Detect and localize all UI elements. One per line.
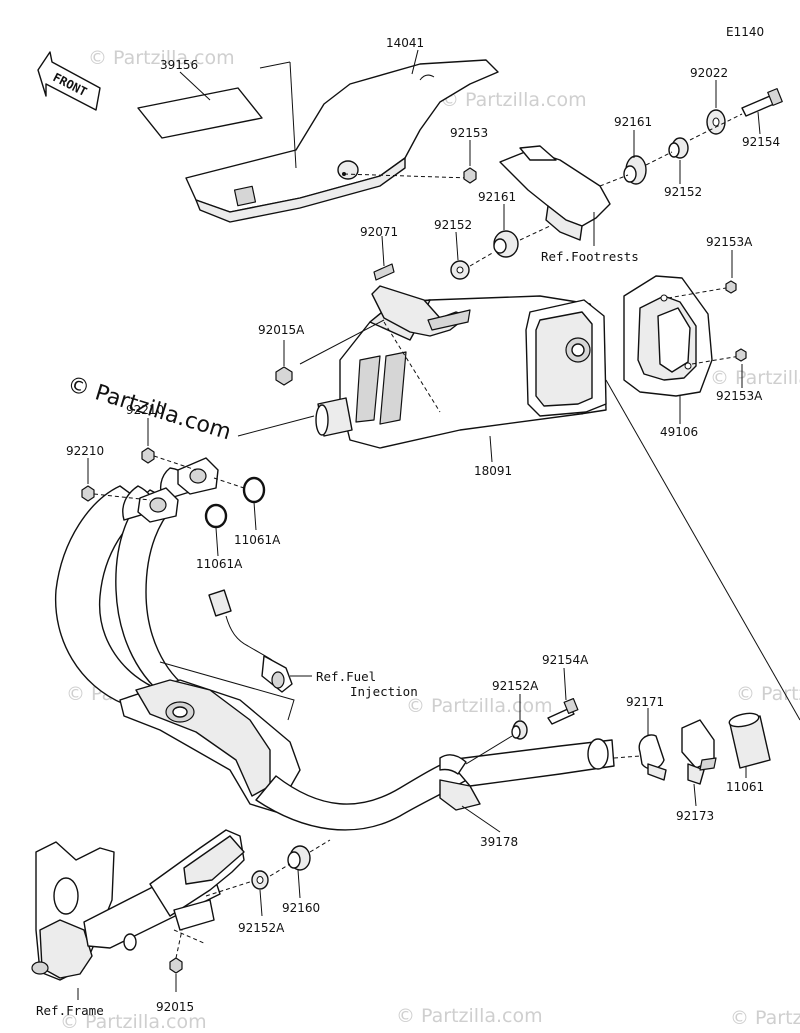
part-92154A-bolt [547, 667, 579, 725]
part-label-92160: 92160 [282, 901, 320, 915]
watermark: © Partzilla.com [88, 47, 235, 69]
ref-footrests-label: Ref.Footrests [541, 249, 639, 264]
part-92161-upper [599, 130, 647, 187]
part-label-49106: 49106 [660, 425, 698, 439]
part-header-flange-right [177, 457, 219, 495]
part-label-92153: 92153 [450, 126, 488, 140]
part-label-92173: 92173 [676, 809, 714, 823]
part-39178-exhaust-pipe [54, 467, 615, 833]
copyright-watermark: © Partzilla.com [64, 372, 234, 446]
part-92152A-collar-frame [251, 870, 269, 917]
diagram-code: E1140 [726, 25, 764, 39]
part-label-11061A-lower: 11061A [196, 557, 243, 571]
part-label-92161-upper: 92161 [614, 115, 652, 129]
part-label-92154A: 92154A [542, 653, 589, 667]
ref-fuel-injection-label: Injection [350, 684, 418, 699]
part-label-92015A: 92015A [258, 323, 305, 337]
part-label-92152A-frame: 92152A [238, 921, 285, 935]
part-label-92152A-pipe: 92152A [492, 679, 539, 693]
part-92022-washer [706, 80, 726, 135]
part-49106-heat-shield [623, 275, 741, 424]
part-label-11061A-upper: 11061A [234, 533, 281, 547]
part-header-flange-left [137, 487, 179, 523]
part-label-92154: 92154 [742, 135, 780, 149]
part-11061-gasket [728, 712, 771, 778]
part-92173-clamp [681, 719, 717, 807]
watermark: © Partzilla.com [730, 1007, 800, 1029]
part-92160-damper [269, 839, 331, 899]
part-92153A-bolt-lower [735, 348, 747, 388]
part-label-39156: 39156 [160, 58, 198, 72]
part-label-11061: 11061 [726, 780, 764, 794]
part-11061A-gasket-lower [204, 503, 228, 557]
watermark: © Partzilla.com [440, 89, 587, 111]
front-arrow-icon: FRONT [37, 51, 101, 111]
ref-frame-label: Ref.Frame [36, 1003, 104, 1018]
part-92210-nut-upper [141, 418, 155, 464]
part-frame-bracket [31, 829, 257, 1000]
part-label-92071: 92071 [360, 225, 398, 239]
part-92015-nut [169, 929, 183, 992]
part-label-92015: 92015 [156, 1000, 194, 1014]
part-92171-clamp [613, 708, 667, 781]
part-label-39178: 39178 [480, 835, 518, 849]
part-label-92153A-upper: 92153A [706, 235, 753, 249]
watermark: © Partzilla.com [396, 1005, 543, 1027]
watermark: © Partzilla.com [710, 367, 800, 389]
part-label-92022: 92022 [690, 66, 728, 80]
part-11061A-gasket-upper [213, 476, 266, 531]
part-label-92210-upper: 92210 [126, 403, 164, 417]
part-oxygen-sensor [159, 589, 312, 721]
part-92152A-collar-pipe [465, 694, 528, 765]
watermark: © Partzilla.com [736, 683, 800, 705]
part-39156-decal [137, 71, 263, 139]
part-92161-lower [493, 204, 551, 258]
part-label-14041: 14041 [386, 36, 424, 50]
part-label-92171: 92171 [626, 695, 664, 709]
reference-labels: Ref.Footrests Ref.Fuel Injection Ref.Fra… [36, 249, 639, 1018]
part-label-92161-lower: 92161 [478, 190, 516, 204]
part-92154-bolt [689, 88, 783, 141]
watermark: © Partzilla.com [406, 695, 553, 717]
part-label-92152-upper: 92152 [664, 185, 702, 199]
part-label-18091: 18091 [474, 464, 512, 478]
part-label-92153A-lower: 92153A [716, 389, 763, 403]
watermark: © Partzilla.com [60, 1011, 207, 1033]
part-footrest-bracket [499, 145, 611, 246]
part-18091-muffler [315, 285, 607, 463]
ref-fuel-label: Ref.Fuel [316, 669, 376, 684]
part-labels: 39156 14041 92153 92161 92022 92154 9215… [66, 36, 780, 1014]
part-label-92152-lower: 92152 [434, 218, 472, 232]
part-92071-grommet [373, 235, 395, 281]
part-92152-collar-upper [645, 137, 689, 184]
part-14041-cover [185, 49, 499, 223]
part-92153A-bolt-upper [725, 250, 737, 294]
part-92153-nut [463, 140, 477, 184]
part-label-92210-lower: 92210 [66, 444, 104, 458]
part-92152-collar-lower [450, 231, 495, 280]
part-92210-nut-lower [81, 458, 95, 502]
part-92015A-nut [275, 319, 385, 386]
